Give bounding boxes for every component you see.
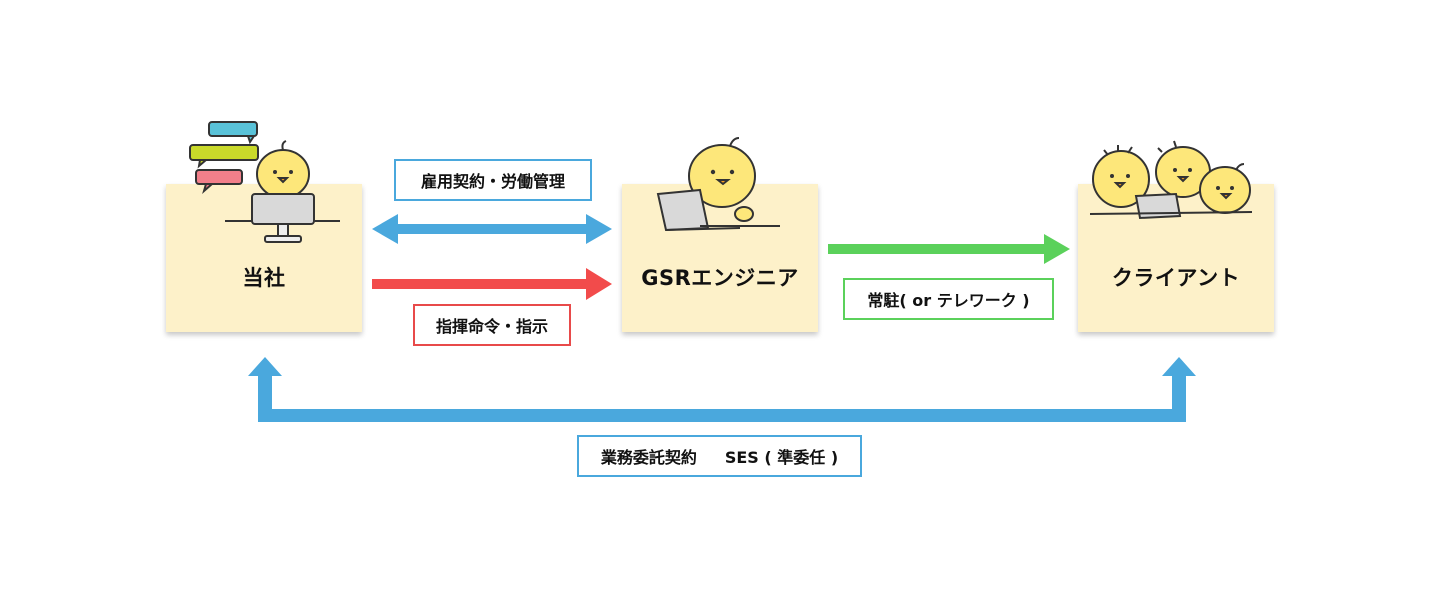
command-label: 指揮命令・指示 xyxy=(413,304,571,346)
resident-arrow xyxy=(828,234,1070,264)
client-label: クライアント xyxy=(1111,266,1241,290)
engineer-label: GSRエンジニア xyxy=(641,266,799,290)
company-label: 当社 xyxy=(242,266,286,290)
contract-label-a: 業務委託契約 xyxy=(600,448,697,467)
employment-label: 雇用契約・労働管理 xyxy=(394,159,592,201)
engineer-card: GSRエンジニア xyxy=(622,184,818,332)
contract-label-b: SES ( 準委任 ) xyxy=(724,448,839,467)
company-card: 当社 xyxy=(166,184,362,332)
command-arrow xyxy=(372,268,612,300)
contract-u-arrow xyxy=(248,357,1196,422)
contract-label: 業務委託契約 SES ( 準委任 ) xyxy=(577,435,862,477)
resident-label: 常駐( or テレワーク ) xyxy=(843,278,1054,320)
client-card: クライアント xyxy=(1078,184,1274,332)
employment-double-arrow xyxy=(372,214,612,244)
